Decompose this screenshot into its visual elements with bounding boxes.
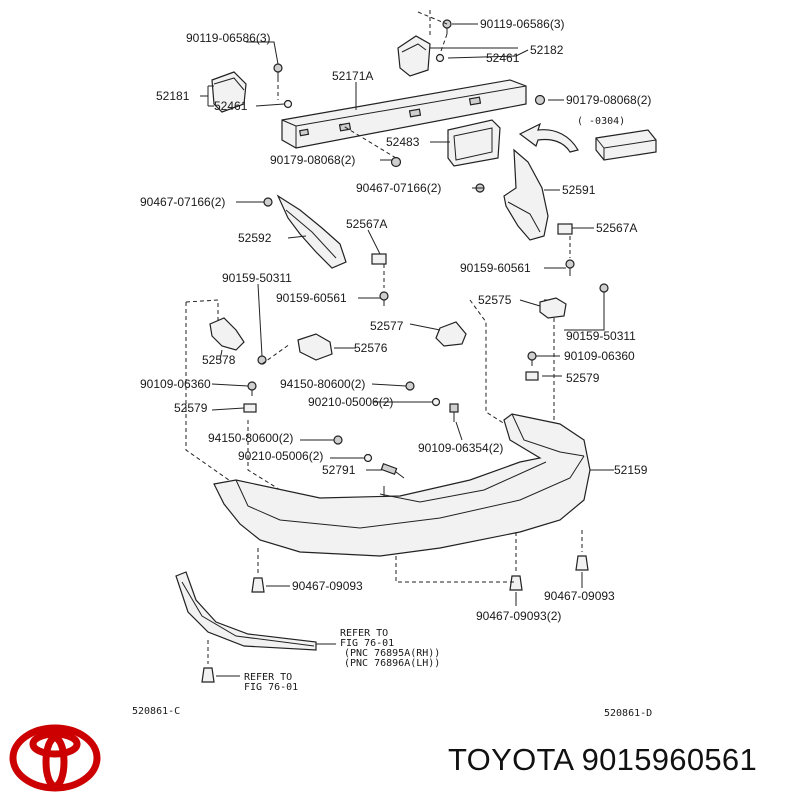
push-clip-icon xyxy=(509,575,523,591)
nut-icon xyxy=(435,53,445,63)
bolt-icon xyxy=(527,351,537,366)
clip-52567A-right xyxy=(557,223,573,235)
label-90467-09093-mid: 90467-09093(2) xyxy=(476,609,561,623)
push-clip-icon xyxy=(201,667,215,683)
nut-icon xyxy=(333,435,343,445)
retainer-52591 xyxy=(503,148,549,241)
label-90179-right: 90179-08068(2) xyxy=(566,93,651,107)
lower-extension xyxy=(175,571,317,651)
bolt-icon xyxy=(449,403,459,422)
push-clip-icon xyxy=(251,577,265,593)
clip-icon xyxy=(243,403,257,413)
label-94150-bottom: 94150-80600(2) xyxy=(208,431,293,445)
label-52182: 52182 xyxy=(530,43,564,57)
side-retainers xyxy=(236,148,594,306)
bracket-52577 xyxy=(435,321,467,347)
label-refer2-line1: REFER TO xyxy=(244,672,292,683)
label-90467-07166-left: 90467-07166(2) xyxy=(140,195,225,209)
label-90109-06360-left: 90109-06360 xyxy=(140,377,211,391)
spacer-52483 xyxy=(447,119,501,167)
label-90210-bottom: 90210-05006(2) xyxy=(238,449,323,463)
bumper-cover-group xyxy=(213,413,614,606)
label-52592: 52592 xyxy=(238,231,272,245)
screw-icon xyxy=(263,197,273,207)
bumper-cover-52159 xyxy=(213,413,591,557)
label-94150-top: 94150-80600(2) xyxy=(280,377,365,391)
label-90179-left: 90179-08068(2) xyxy=(270,153,355,167)
lower-extension-group xyxy=(175,571,336,683)
nut-icon xyxy=(283,99,293,109)
bracket-52575 xyxy=(539,297,567,319)
label-90467-09093-right: 90467-09093 xyxy=(544,589,615,603)
nut-icon xyxy=(405,381,415,391)
clip-52567A-left xyxy=(371,253,387,265)
label-fig-right: 520861-D xyxy=(604,708,652,719)
label-52579-left: 52579 xyxy=(174,401,208,415)
bolt-icon xyxy=(247,381,257,396)
label-90119-right: 90119-06586(3) xyxy=(480,17,565,31)
label-90159-60561-left: 90159-60561 xyxy=(276,291,347,305)
label-52181: 52181 xyxy=(156,89,190,103)
bolt-icon xyxy=(273,63,283,78)
clip-icon xyxy=(525,371,539,381)
label-52591: 52591 xyxy=(562,183,596,197)
push-clip-icon xyxy=(575,555,589,571)
label-refer1-line4: (PNC 76896A(LH)) xyxy=(344,658,440,669)
label-52461-top: 52461 xyxy=(486,51,520,65)
screw-icon xyxy=(599,283,609,293)
washer-icon xyxy=(431,397,441,407)
toyota-logo-icon xyxy=(9,724,101,792)
label-52171A: 52171A xyxy=(332,69,373,83)
label-52483: 52483 xyxy=(386,135,420,149)
label-90109-06354: 90109-06354(2) xyxy=(418,441,503,455)
bracket-52576 xyxy=(297,333,333,361)
label-52567A-left: 52567A xyxy=(346,217,387,231)
screw-icon xyxy=(565,259,575,276)
label-90119-left: 90119-06586(3) xyxy=(186,31,271,45)
reinforcement-group xyxy=(200,10,657,168)
bolt-icon xyxy=(442,19,452,34)
label-90159-60561-right: 90159-60561 xyxy=(460,261,531,275)
bracket-52578 xyxy=(209,317,245,351)
label-52461-left: 52461 xyxy=(214,99,248,113)
brand-part-number: TOYOTA 9015960561 xyxy=(448,742,757,777)
label-0304: ( -0304) xyxy=(577,116,625,127)
label-refer2-line2: FIG 76-01 xyxy=(244,682,298,693)
label-90467-07166-right: 90467-07166(2) xyxy=(356,181,441,195)
arrow-indicator xyxy=(518,122,579,153)
label-52576: 52576 xyxy=(354,341,388,355)
label-52577: 52577 xyxy=(370,319,404,333)
label-90210-top: 90210-05006(2) xyxy=(308,395,393,409)
mid-bracket-group xyxy=(185,283,609,497)
screw-icon xyxy=(379,291,389,306)
label-90467-09093-left: 90467-09093 xyxy=(292,579,363,593)
label-52567A-right: 52567A xyxy=(596,221,637,235)
bracket-52182 xyxy=(397,35,431,77)
label-refer1-line2: FIG 76-01 xyxy=(340,638,394,649)
label-90159-50311-right: 90159-50311 xyxy=(566,329,636,343)
label-90109-06360-right: 90109-06360 xyxy=(564,349,635,363)
nut-icon xyxy=(390,156,402,168)
screw-icon xyxy=(257,355,267,365)
label-52579-right: 52579 xyxy=(566,371,600,385)
label-52578: 52578 xyxy=(202,353,236,367)
callout-labels: 90119-06586(3) 90119-06586(3) 52182 5246… xyxy=(132,17,652,719)
label-90159-50311-left: 90159-50311 xyxy=(222,271,292,285)
nut-icon xyxy=(534,94,546,106)
clip-52791 xyxy=(380,463,405,479)
washer-icon xyxy=(363,453,373,463)
label-52791: 52791 xyxy=(322,463,356,477)
label-refer1-line1: REFER TO xyxy=(340,628,388,639)
label-52159: 52159 xyxy=(614,463,648,477)
label-refer1-line3: (PNC 76895A(RH)) xyxy=(344,648,440,659)
label-fig-left: 520861-C xyxy=(132,706,180,717)
label-52575: 52575 xyxy=(478,293,512,307)
